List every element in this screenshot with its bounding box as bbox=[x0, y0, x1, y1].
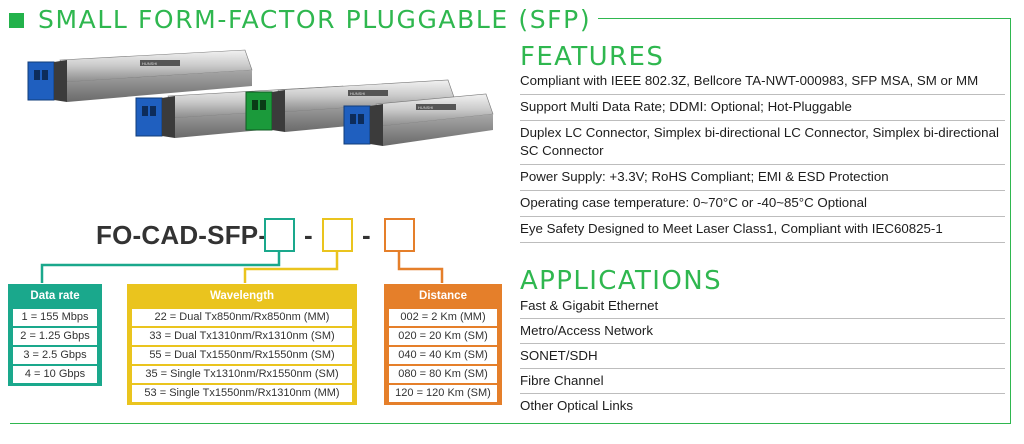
application-item: Other Optical Links bbox=[520, 398, 634, 413]
distance-code-box[interactable] bbox=[384, 218, 415, 252]
data-rate-option: 3 = 2.5 Gbps bbox=[13, 347, 97, 364]
feature-divider bbox=[520, 216, 1005, 217]
features-list: Compliant with IEEE 802.3Z, Bellcore TA-… bbox=[520, 69, 1005, 243]
application-divider bbox=[520, 343, 1005, 344]
feature-divider bbox=[520, 120, 1005, 121]
distance-option: 080 = 80 Km (SM) bbox=[389, 366, 497, 383]
distance-option: 120 = 120 Km (SM) bbox=[389, 385, 497, 402]
application-divider bbox=[520, 393, 1005, 394]
data-rate-code-box[interactable] bbox=[264, 218, 295, 252]
feature-item: Operating case temperature: 0~70°C or -4… bbox=[520, 195, 867, 210]
wavelength-option: 53 = Single Tx1550nm/Rx1310nm (MM) bbox=[132, 385, 352, 402]
feature-divider bbox=[520, 190, 1005, 191]
feature-divider bbox=[520, 164, 1005, 165]
product-label-4: HUNSHI bbox=[418, 105, 433, 110]
wavelength-code-box[interactable] bbox=[322, 218, 353, 252]
application-item: SONET/SDH bbox=[520, 348, 598, 363]
distance-option: 020 = 20 Km (SM) bbox=[389, 328, 497, 345]
application-item: Fibre Channel bbox=[520, 373, 604, 388]
sfp-module-1: HUNSHI bbox=[27, 49, 253, 102]
sfp-module-4: HUNSHI bbox=[343, 93, 494, 146]
feature-divider bbox=[520, 242, 1005, 243]
distance-header: Distance bbox=[419, 290, 467, 302]
wavelength-option: 22 = Dual Tx850nm/Rx850nm (MM) bbox=[132, 309, 352, 326]
application-divider bbox=[520, 318, 1005, 319]
wavelength-option: 55 = Dual Tx1550nm/Rx1550nm (SM) bbox=[132, 347, 352, 364]
wavelength-option: 33 = Dual Tx1310nm/Rx1310nm (SM) bbox=[132, 328, 352, 345]
wavelength-header: Wavelength bbox=[209, 290, 275, 302]
feature-item: Compliant with IEEE 802.3Z, Bellcore TA-… bbox=[520, 73, 979, 88]
wavelength-table: Wavelength 22 = Dual Tx850nm/Rx850nm (MM… bbox=[127, 284, 357, 405]
right-border bbox=[1010, 18, 1011, 424]
bottom-border bbox=[10, 423, 1011, 424]
application-item: Fast & Gigabit Ethernet bbox=[520, 298, 659, 313]
feature-divider bbox=[520, 94, 1005, 95]
part-number-separator-1: - bbox=[304, 220, 313, 250]
application-divider bbox=[520, 368, 1005, 369]
distance-option: 002 = 2 Km (MM) bbox=[389, 309, 497, 326]
part-number-prefix: FO-CAD-SFP- bbox=[96, 220, 268, 250]
application-item: Metro/Access Network bbox=[520, 323, 654, 338]
feature-item: Power Supply: +3.3V; RoHS Compliant; EMI… bbox=[520, 169, 889, 184]
feature-item: Eye Safety Designed to Meet Laser Class1… bbox=[520, 221, 943, 236]
features-title: FEATURES bbox=[520, 42, 665, 72]
header-square-icon bbox=[9, 13, 24, 28]
feature-item: Support Multi Data Rate; DDMI: Optional;… bbox=[520, 99, 852, 114]
header-divider bbox=[598, 18, 1011, 19]
applications-title: APPLICATIONS bbox=[520, 266, 722, 296]
data-rate-option: 1 = 155 Mbps bbox=[13, 309, 97, 326]
applications-list: Fast & Gigabit Ethernet Metro/Access Net… bbox=[520, 294, 1005, 418]
data-rate-option: 2 = 1.25 Gbps bbox=[13, 328, 97, 345]
data-rate-table: Data rate 1 = 155 Mbps 2 = 1.25 Gbps 3 =… bbox=[8, 284, 102, 386]
wavelength-option: 35 = Single Tx1310nm/Rx1550nm (SM) bbox=[132, 366, 352, 383]
page-title: SMALL FORM-FACTOR PLUGGABLE (SFP) bbox=[38, 5, 592, 34]
feature-item: Duplex LC Connector, Simplex bi-directio… bbox=[520, 125, 999, 158]
part-number-separator-2: - bbox=[362, 220, 371, 250]
data-rate-option: 4 = 10 Gbps bbox=[13, 366, 97, 383]
distance-option: 040 = 40 Km (SM) bbox=[389, 347, 497, 364]
distance-table: Distance 002 = 2 Km (MM) 020 = 20 Km (SM… bbox=[384, 284, 502, 405]
product-label-1: HUNSHI bbox=[142, 61, 157, 66]
sfp-modules-photo: HUNSHI HUNSHI HUNSHI HUNSHI bbox=[27, 49, 494, 146]
data-rate-header: Data rate bbox=[30, 290, 80, 302]
product-label-3: HUNSHI bbox=[350, 91, 365, 96]
